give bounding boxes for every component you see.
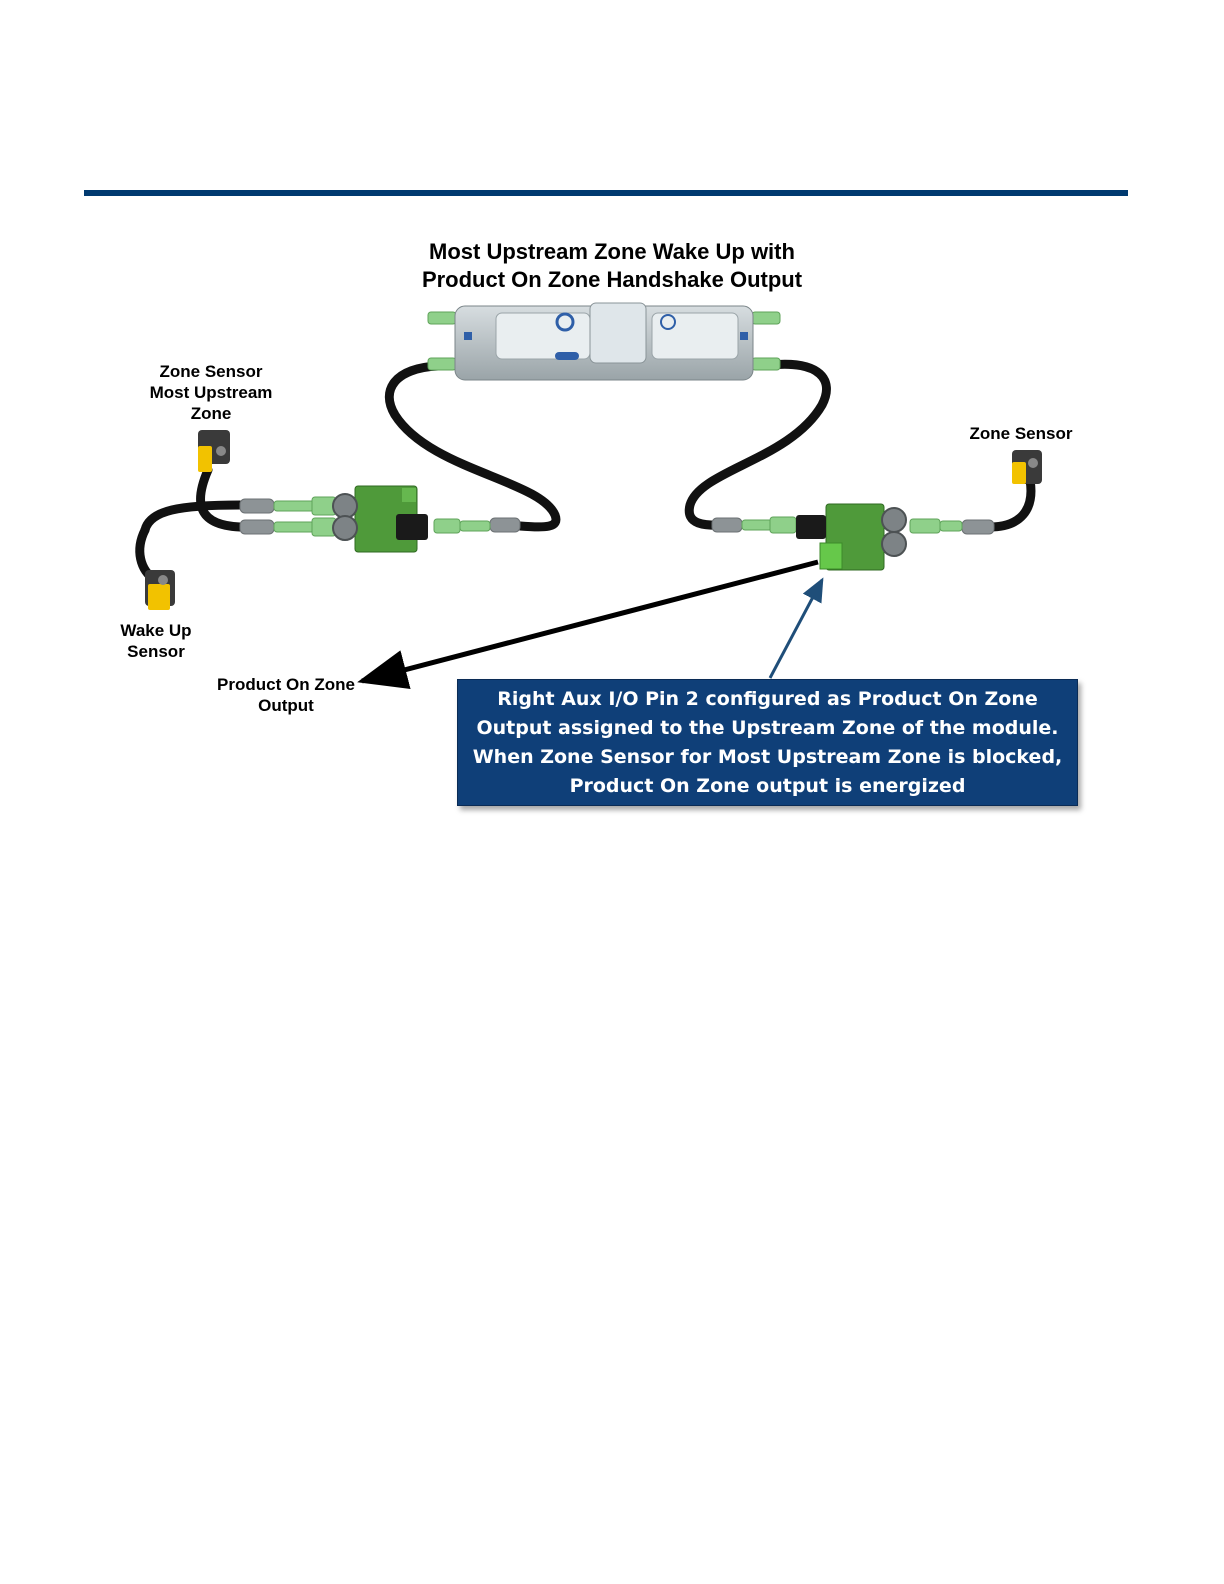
cable-left-loop [385, 361, 561, 532]
green-connectors [273, 496, 963, 537]
product-on-zone-arrow [357, 559, 819, 689]
callout-text: Right Aux I/O Pin 2 configured as Produc… [472, 687, 1063, 797]
header-rule [84, 190, 1128, 196]
left-junction-board [332, 485, 428, 553]
cable-upstream-sensor [196, 465, 245, 532]
title-line-2: Product On Zone Handshake Output [421, 267, 803, 292]
cable-right-loop [684, 359, 831, 530]
controller-module [427, 302, 781, 381]
diagram-title: Most Upstream Zone Wake Up with Product … [404, 238, 820, 294]
ferrules [239, 498, 995, 535]
zone-sensor-right-label: Zone Sensor [969, 424, 1073, 443]
wake-up-sensor-label: Wake Up Sensor [120, 621, 192, 661]
callout-box: Right Aux I/O Pin 2 configured as Produc… [457, 679, 1078, 806]
zone-sensor-right-device [1012, 450, 1042, 484]
cable-wakeup-top [140, 500, 245, 535]
title-line-1: Most Upstream Zone Wake Up with [429, 239, 795, 264]
right-junction-board [796, 503, 907, 571]
callout-pointer-arrow [768, 577, 824, 679]
zone-sensor-upstream-label: Zone Sensor Most Upstream Zone [149, 362, 273, 423]
zone-sensor-upstream-device [198, 430, 230, 472]
product-on-zone-output-label: Product On Zone Output [217, 675, 355, 715]
wake-up-sensor-device [145, 570, 175, 610]
cable-right-sensor [985, 475, 1036, 532]
